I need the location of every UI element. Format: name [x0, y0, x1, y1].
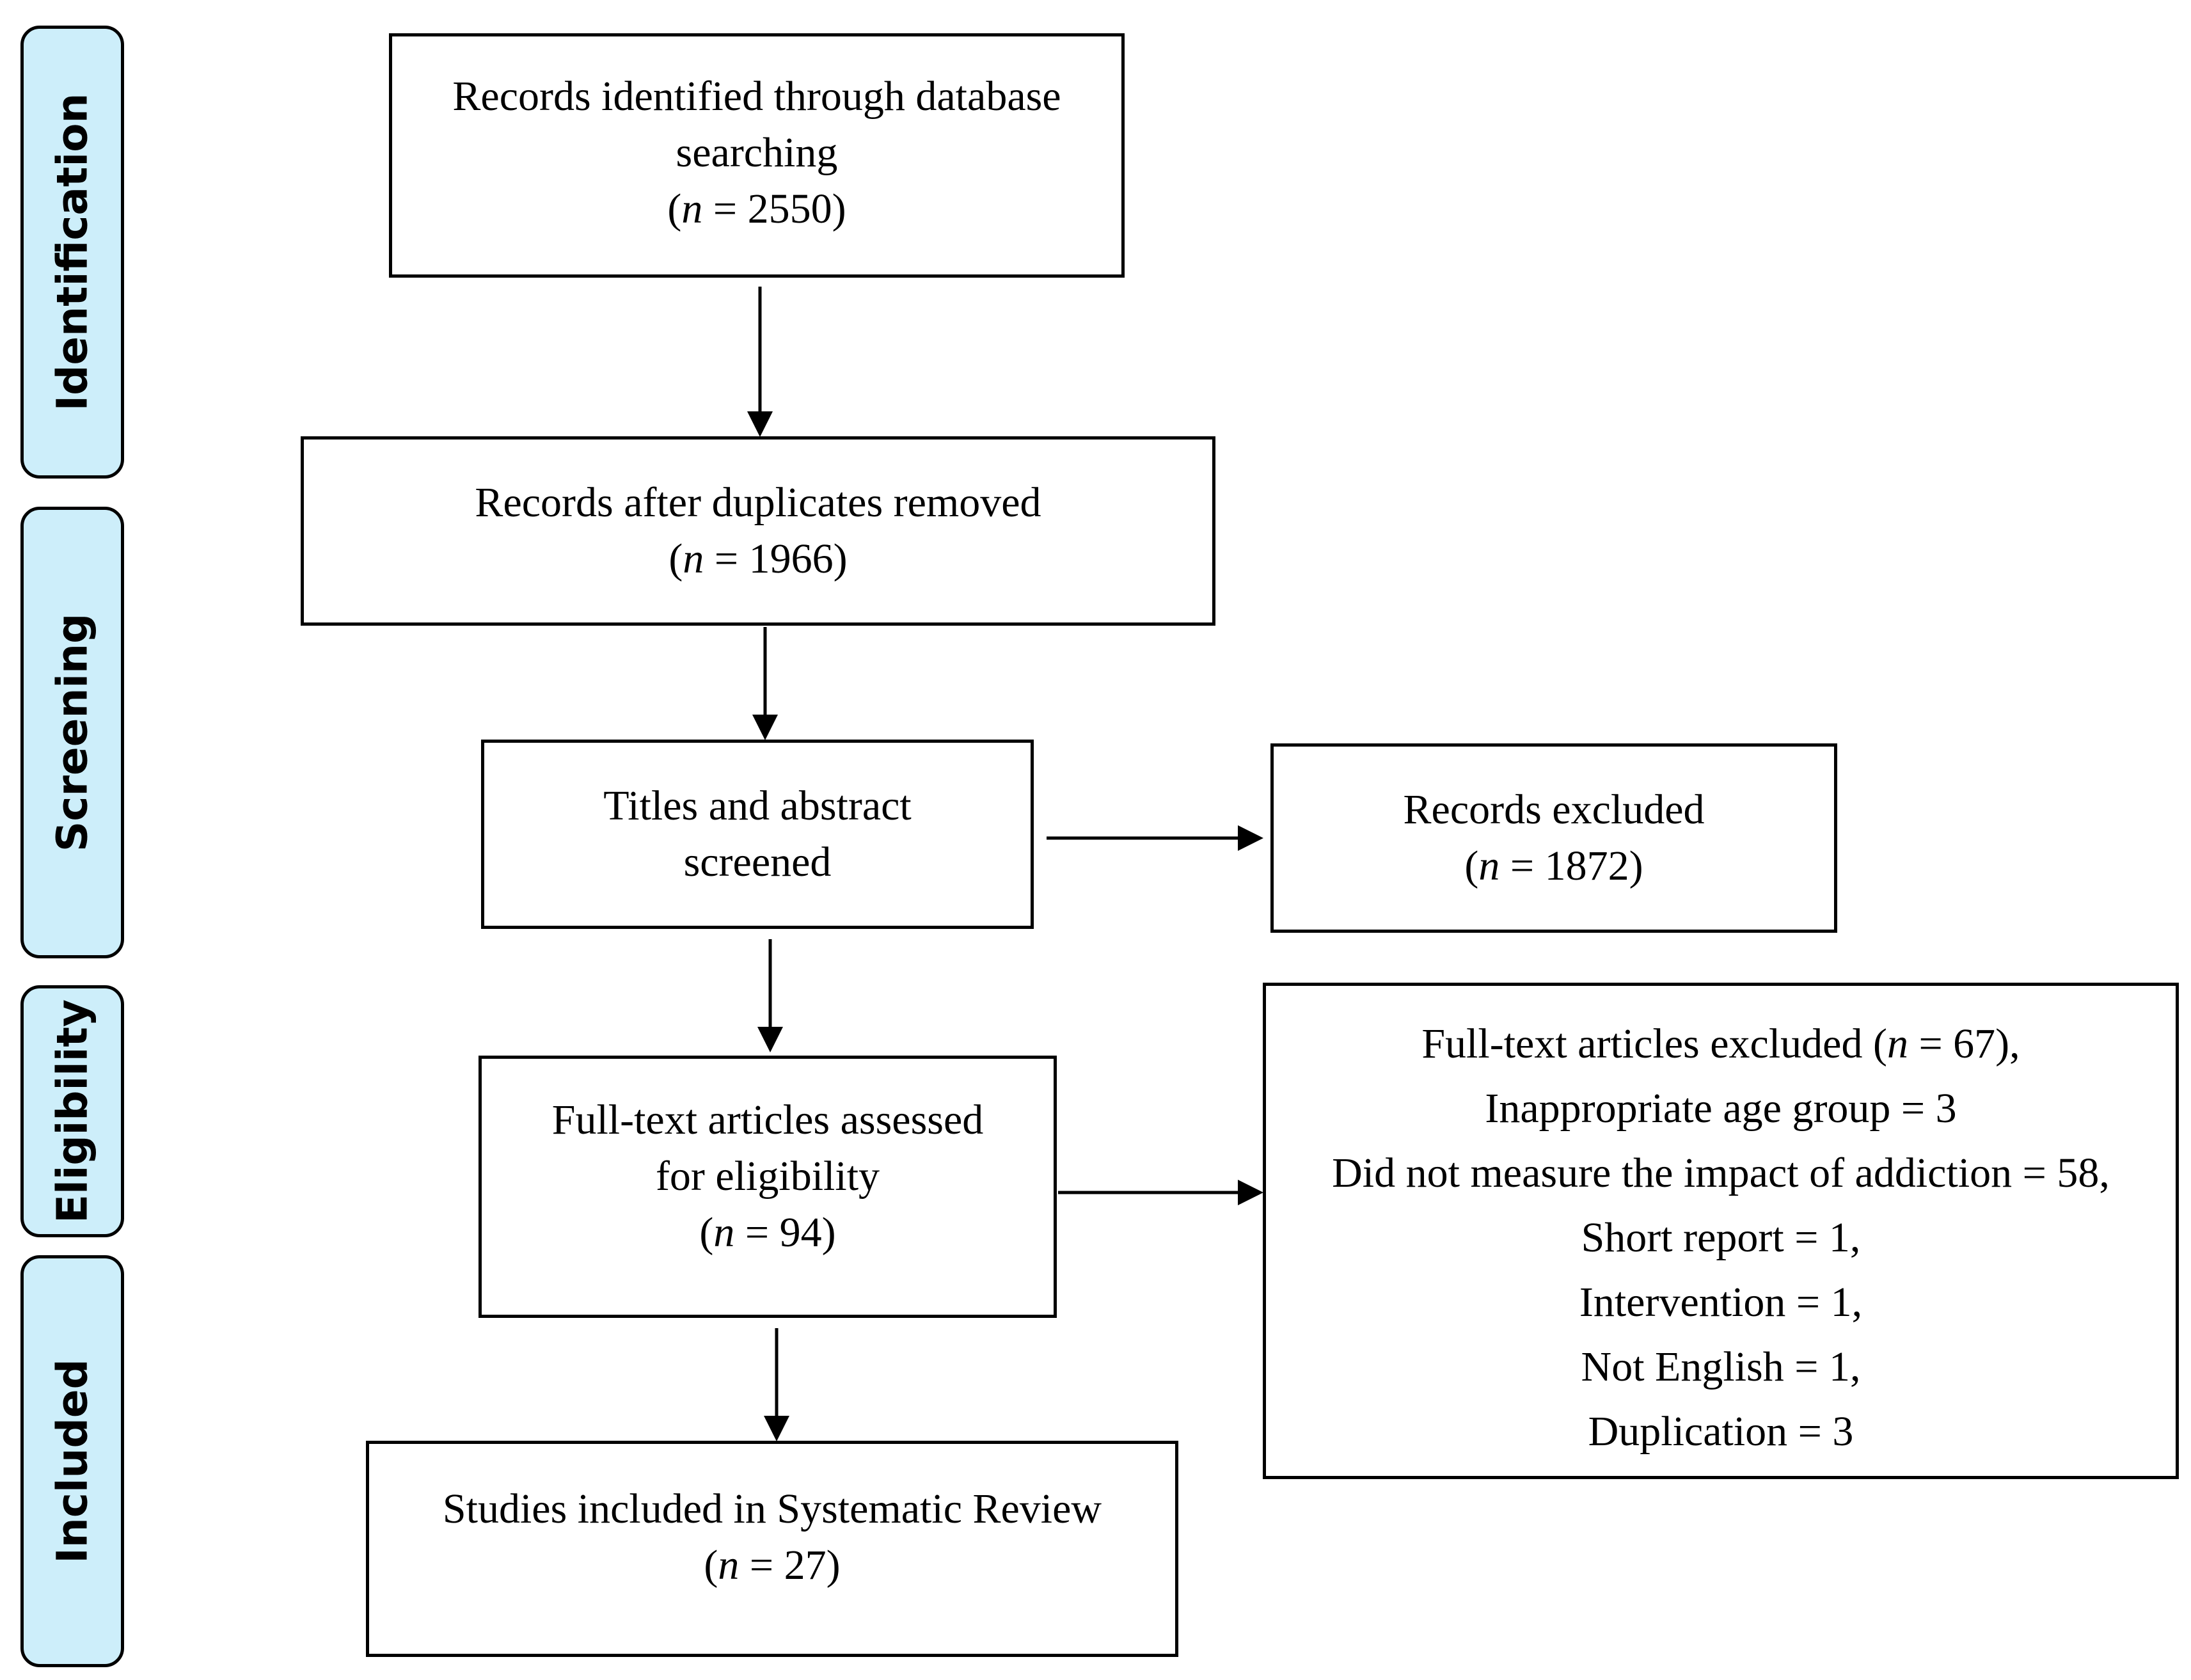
assessed-n-value: 94 [779, 1209, 822, 1256]
duplicates-count: (n = 1966) [668, 535, 848, 582]
exclusion-reason: Intervention = 1, [1579, 1279, 1863, 1326]
exclusion-reason: Short report = 1, [1581, 1214, 1861, 1261]
phase-included: Included [20, 1255, 124, 1667]
box-full-text-assessed: Full-text articles assessed for eligibil… [479, 1056, 1057, 1318]
identified-line-2: searching [676, 129, 838, 176]
included-n-value: 27 [784, 1542, 827, 1589]
box-records-excluded: Records excluded (n = 1872) [1270, 743, 1837, 933]
phase-identification: Identification [20, 26, 124, 479]
phase-screening: Screening [20, 507, 124, 958]
assessed-count: (n = 94) [699, 1209, 836, 1256]
included-count: (n = 27) [704, 1542, 841, 1589]
records-excluded-line-1: Records excluded [1403, 786, 1705, 833]
screened-line-1: Titles and abstract [603, 782, 912, 829]
box-full-text-excluded: Full-text articles excluded (n = 67), In… [1263, 983, 2179, 1479]
exclusion-reason: Inappropriate age group = 3 [1485, 1085, 1957, 1132]
records-excluded-n-value: 1872 [1544, 843, 1629, 889]
screened-line-2: screened [683, 839, 832, 885]
phase-eligibility: Eligibility [20, 985, 124, 1237]
identified-line-1: Records identified through database [452, 73, 1061, 120]
exclusion-reason: Not English = 1, [1581, 1343, 1861, 1390]
box-studies-included: Studies included in Systematic Review (n… [366, 1441, 1178, 1657]
duplicates-n-value: 1966 [748, 535, 834, 582]
identified-n-value: 2550 [747, 186, 832, 232]
included-line-1: Studies included in Systematic Review [442, 1486, 1102, 1532]
excluded-heading-prefix: Full-text articles excluded ( [1421, 1020, 1887, 1067]
exclusion-reason: Did not measure the impact of addiction … [1332, 1150, 2110, 1196]
identified-count: (n = 2550) [667, 186, 846, 232]
assessed-line-2: for eligibility [655, 1153, 880, 1200]
box-duplicates-removed: Records after duplicates removed (n = 19… [301, 436, 1215, 626]
excluded-n-value: 67 [1953, 1020, 1996, 1067]
excluded-heading-suffix: ), [1995, 1020, 2020, 1067]
duplicates-line-1: Records after duplicates removed [475, 479, 1041, 526]
box-titles-abstract-screened: Titles and abstract screened [481, 740, 1034, 929]
excluded-heading: Full-text articles excluded (n = 67), [1421, 1020, 2020, 1067]
box-records-identified: Records identified through database sear… [389, 33, 1125, 278]
records-excluded-count: (n = 1872) [1464, 843, 1643, 889]
exclusion-reason: Duplication = 3 [1588, 1408, 1854, 1455]
assessed-line-1: Full-text articles assessed [551, 1097, 984, 1143]
